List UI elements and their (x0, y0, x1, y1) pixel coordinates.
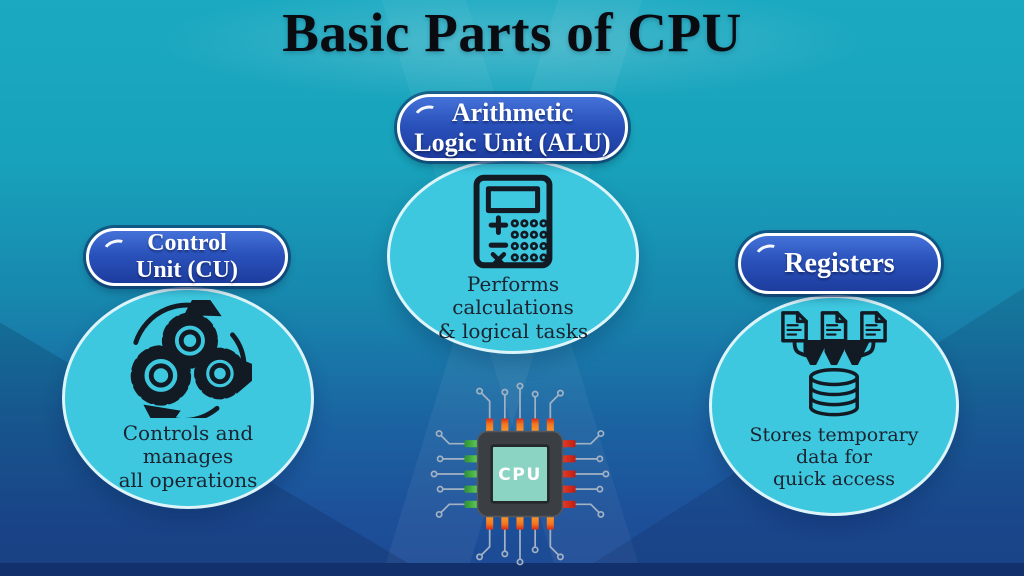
cpu-chip-icon: CPU (430, 382, 610, 566)
calculator-operators (488, 215, 509, 268)
cycle-arrows (133, 300, 252, 418)
calculator-keys (510, 219, 548, 262)
gears-cycle-icon (130, 300, 252, 418)
database-icon (809, 368, 859, 417)
circuit-traces (430, 382, 610, 566)
cpu-label: CPU (498, 465, 542, 485)
document-icons (781, 311, 887, 343)
alu-badge: Arithmetic Logic Unit (ALU) (397, 94, 628, 161)
down-arrows (792, 342, 876, 363)
cpu-chip-graphic: CPU (427, 381, 613, 572)
calculator-icon (473, 174, 553, 269)
title-glow (140, 0, 884, 105)
registers-description: Stores temporary data for quick access (749, 424, 919, 491)
gear-right (194, 347, 246, 400)
control-unit-circle: Controls and manages all operations (62, 287, 314, 509)
gear-left (130, 345, 192, 406)
registers-circle: Stores temporary data for quick access (709, 295, 959, 516)
chip-pins (464, 418, 576, 530)
control-unit-description: Controls and manages all operations (118, 421, 258, 492)
registers-badge: Registers (738, 233, 941, 294)
bottom-band (0, 563, 1024, 576)
alu-circle: Performs calculations & logical tasks (387, 158, 639, 354)
chip-body: CPU (476, 430, 564, 518)
gear-top (161, 312, 218, 369)
files-to-database-icon (781, 311, 887, 417)
page-title: Basic Parts of CPU (282, 2, 742, 63)
alu-description: Performs calculations & logical tasks (437, 272, 589, 343)
control-unit-badge: Control Unit (CU) (86, 228, 288, 286)
